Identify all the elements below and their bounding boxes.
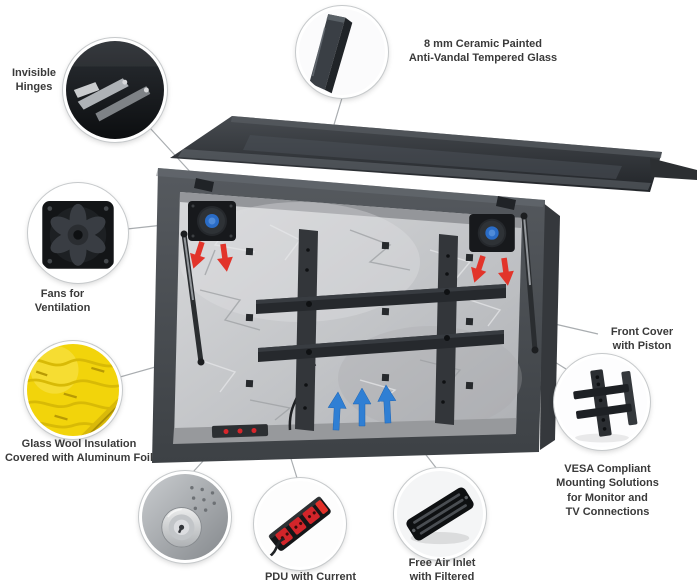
- vesa-mount-icon: [557, 357, 647, 447]
- insulation-photo: [24, 341, 122, 439]
- label-air-inlet: Free Air Inlet with Filtered: [408, 557, 476, 584]
- mounting-holes: [245, 241, 474, 390]
- label-front-cover: Front Cover with Piston: [610, 326, 674, 353]
- hinges-photo: [63, 38, 167, 142]
- glass-wool-icon: [27, 344, 119, 436]
- label-fans: Fans for Ventilation: [34, 288, 91, 315]
- fan-photo: [28, 183, 128, 283]
- tempered-glass-icon: [299, 9, 385, 95]
- pdu-photo: [254, 478, 346, 570]
- fan-icon: [31, 186, 125, 280]
- air-inlet-arrows: [327, 384, 397, 431]
- hinge-icon: [66, 41, 164, 139]
- piston-left: [180, 230, 205, 366]
- piston-right: [520, 212, 539, 354]
- power-strip-icon: [257, 481, 343, 567]
- glass-photo: [296, 6, 388, 98]
- front-cover-lid: [170, 116, 697, 192]
- label-tempered-glass: 8 mm Ceramic Painted Anti-Vandal Tempere…: [408, 38, 558, 65]
- air-vent-icon: [397, 471, 483, 557]
- hot-air-arrows: [190, 241, 514, 286]
- security-lock-icon: [142, 474, 228, 560]
- ventilation-fan-left: [188, 201, 236, 241]
- label-invisible-hinges: Invisible Hinges: [11, 67, 57, 94]
- vesa-mount: [256, 229, 506, 431]
- ventilation-fan-right: [469, 214, 515, 252]
- label-insulation: Glass Wool Insulation Covered with Alumi…: [4, 438, 154, 465]
- label-pdu: PDU with Current: [264, 571, 357, 583]
- lid-hinges: [194, 178, 516, 210]
- air-inlet-photo: [394, 468, 486, 560]
- vesa-photo: [554, 354, 650, 450]
- label-vesa: VESA Compliant Mounting Solutions for Mo…: [556, 463, 659, 518]
- lock-photo: [139, 471, 231, 563]
- internal-pdu: [211, 424, 269, 438]
